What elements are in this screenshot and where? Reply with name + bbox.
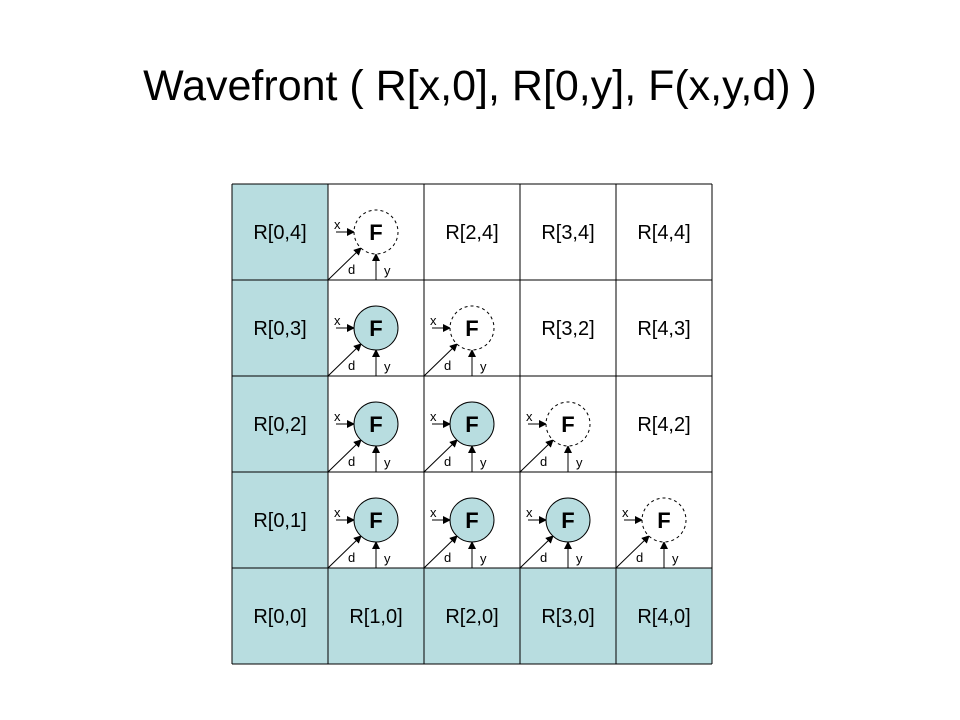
port-d-label: d bbox=[348, 358, 355, 373]
f-node-label: F bbox=[369, 220, 382, 245]
f-node-label: F bbox=[465, 508, 478, 533]
port-x-label: x bbox=[430, 313, 437, 328]
boundary-label: R[4,0] bbox=[637, 606, 690, 628]
port-d-label: d bbox=[636, 550, 643, 565]
port-y-label: y bbox=[576, 455, 583, 470]
cell-bg bbox=[232, 472, 328, 568]
boundary-label: R[0,0] bbox=[253, 606, 306, 628]
port-d-label: d bbox=[348, 550, 355, 565]
cell-bg bbox=[424, 184, 520, 280]
cell-bg bbox=[424, 568, 520, 664]
d-input-arrow bbox=[327, 247, 362, 281]
result-label: R[4,4] bbox=[637, 222, 690, 244]
port-x-label: x bbox=[622, 505, 629, 520]
d-input-arrow bbox=[615, 535, 650, 569]
port-y-label: y bbox=[384, 359, 391, 374]
boundary-label: R[1,0] bbox=[349, 606, 402, 628]
port-d-label: d bbox=[444, 358, 451, 373]
d-input-arrow bbox=[327, 343, 362, 377]
result-label: R[3,2] bbox=[541, 318, 594, 340]
port-x-label: x bbox=[334, 217, 341, 232]
cell-bg bbox=[616, 184, 712, 280]
port-x-label: x bbox=[334, 505, 341, 520]
f-node-label: F bbox=[561, 508, 574, 533]
port-y-label: y bbox=[672, 551, 679, 566]
port-x-label: x bbox=[334, 409, 341, 424]
port-x-label: x bbox=[526, 409, 533, 424]
port-y-label: y bbox=[384, 551, 391, 566]
f-node-pending bbox=[353, 209, 399, 255]
cell-bg bbox=[616, 280, 712, 376]
f-node-active bbox=[353, 401, 399, 447]
cell-bg bbox=[328, 568, 424, 664]
port-y-label: y bbox=[384, 455, 391, 470]
port-x-label: x bbox=[430, 505, 437, 520]
port-d-label: d bbox=[540, 454, 547, 469]
port-y-label: y bbox=[384, 263, 391, 278]
result-label: R[4,3] bbox=[637, 318, 690, 340]
f-node-active bbox=[353, 497, 399, 543]
cell-bg bbox=[520, 568, 616, 664]
d-input-arrow bbox=[423, 535, 458, 569]
d-input-arrow bbox=[327, 535, 362, 569]
cell-bg bbox=[232, 280, 328, 376]
port-y-label: y bbox=[480, 359, 487, 374]
f-node-pending bbox=[641, 497, 687, 543]
port-d-label: d bbox=[540, 550, 547, 565]
port-x-label: x bbox=[430, 409, 437, 424]
port-d-label: d bbox=[348, 262, 355, 277]
port-y-label: y bbox=[576, 551, 583, 566]
cell-bg bbox=[616, 376, 712, 472]
f-node-active bbox=[449, 401, 495, 447]
cell-bg bbox=[520, 184, 616, 280]
cell-bg bbox=[520, 280, 616, 376]
f-node-label: F bbox=[465, 316, 478, 341]
f-node-pending bbox=[545, 401, 591, 447]
port-x-label: x bbox=[526, 505, 533, 520]
f-node-label: F bbox=[465, 412, 478, 437]
d-input-arrow bbox=[519, 535, 554, 569]
d-input-arrow bbox=[327, 439, 362, 473]
f-node-active bbox=[449, 497, 495, 543]
port-d-label: d bbox=[444, 454, 451, 469]
d-input-arrow bbox=[519, 439, 554, 473]
f-node-label: F bbox=[561, 412, 574, 437]
port-x-label: x bbox=[334, 313, 341, 328]
boundary-label: R[0,4] bbox=[253, 222, 306, 244]
port-y-label: y bbox=[480, 551, 487, 566]
boundary-label: R[0,3] bbox=[253, 318, 306, 340]
cell-bg bbox=[232, 184, 328, 280]
f-node-label: F bbox=[369, 412, 382, 437]
cell-bg bbox=[232, 376, 328, 472]
result-label: R[2,4] bbox=[445, 222, 498, 244]
f-node-pending bbox=[449, 305, 495, 351]
f-node-label: F bbox=[369, 508, 382, 533]
d-input-arrow bbox=[423, 439, 458, 473]
result-label: R[4,2] bbox=[637, 414, 690, 436]
f-node-label: F bbox=[657, 508, 670, 533]
port-d-label: d bbox=[444, 550, 451, 565]
d-input-arrow bbox=[423, 343, 458, 377]
cell-bg bbox=[616, 568, 712, 664]
boundary-label: R[0,1] bbox=[253, 510, 306, 532]
result-label: R[3,4] bbox=[541, 222, 594, 244]
port-y-label: y bbox=[480, 455, 487, 470]
port-d-label: d bbox=[348, 454, 355, 469]
boundary-label: R[0,2] bbox=[253, 414, 306, 436]
boundary-label: R[3,0] bbox=[541, 606, 594, 628]
f-node-label: F bbox=[369, 316, 382, 341]
f-node-active bbox=[545, 497, 591, 543]
cell-bg bbox=[232, 568, 328, 664]
boundary-label: R[2,0] bbox=[445, 606, 498, 628]
page-title: Wavefront ( R[x,0], R[0,y], F(x,y,d) ) bbox=[143, 62, 817, 110]
f-node-active bbox=[353, 305, 399, 351]
